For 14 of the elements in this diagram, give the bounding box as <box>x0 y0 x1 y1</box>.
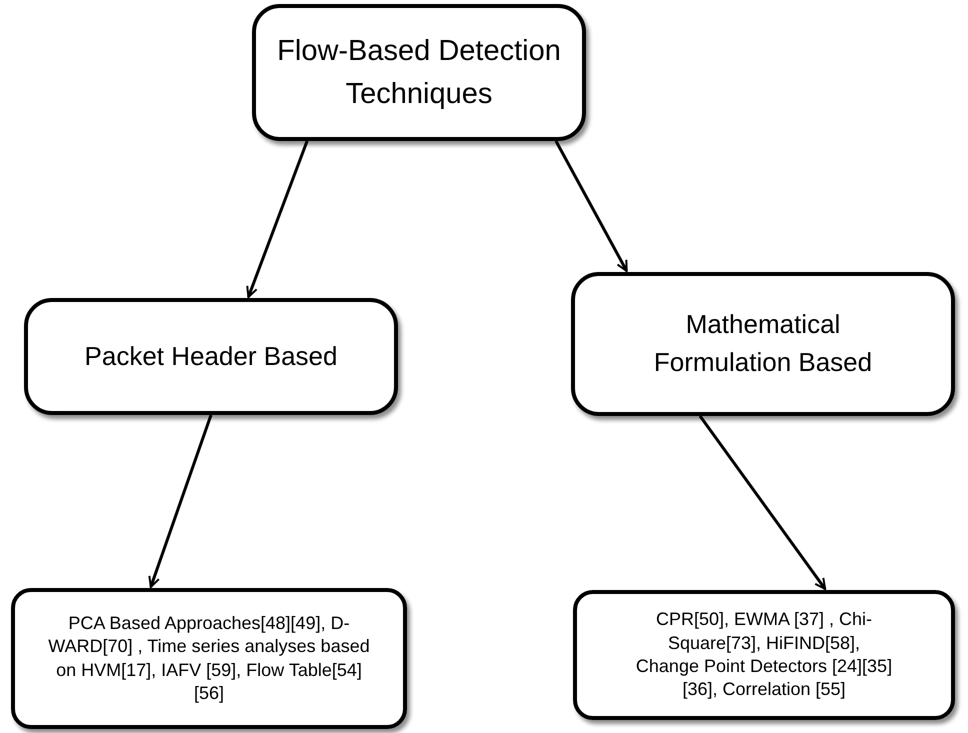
arrow <box>148 414 212 588</box>
method-box <box>11 588 407 729</box>
node-label: PCA Based Approaches[48][49], D-WARD[70] , Time series analyses based on HVM[17], IAFV [59], Flow Table[54] [56] <box>47 612 371 705</box>
method-box <box>573 590 955 720</box>
node-label: CPR[50], EWMA [37] , Chi-Square[73], HiFIND[58], Change Point Detectors [24][35][36], Correlation [55] <box>635 608 893 702</box>
category-box <box>252 4 586 141</box>
arrow <box>698 415 826 590</box>
arrow <box>554 140 628 272</box>
category-box <box>24 298 398 415</box>
node-label: Flow-Based Detection Techniques <box>276 34 562 112</box>
arrow <box>246 140 309 298</box>
node-label: Mathematical Formulation Based <box>652 308 874 379</box>
category-box <box>571 272 955 416</box>
node-label: Packet Header Based <box>84 340 338 373</box>
